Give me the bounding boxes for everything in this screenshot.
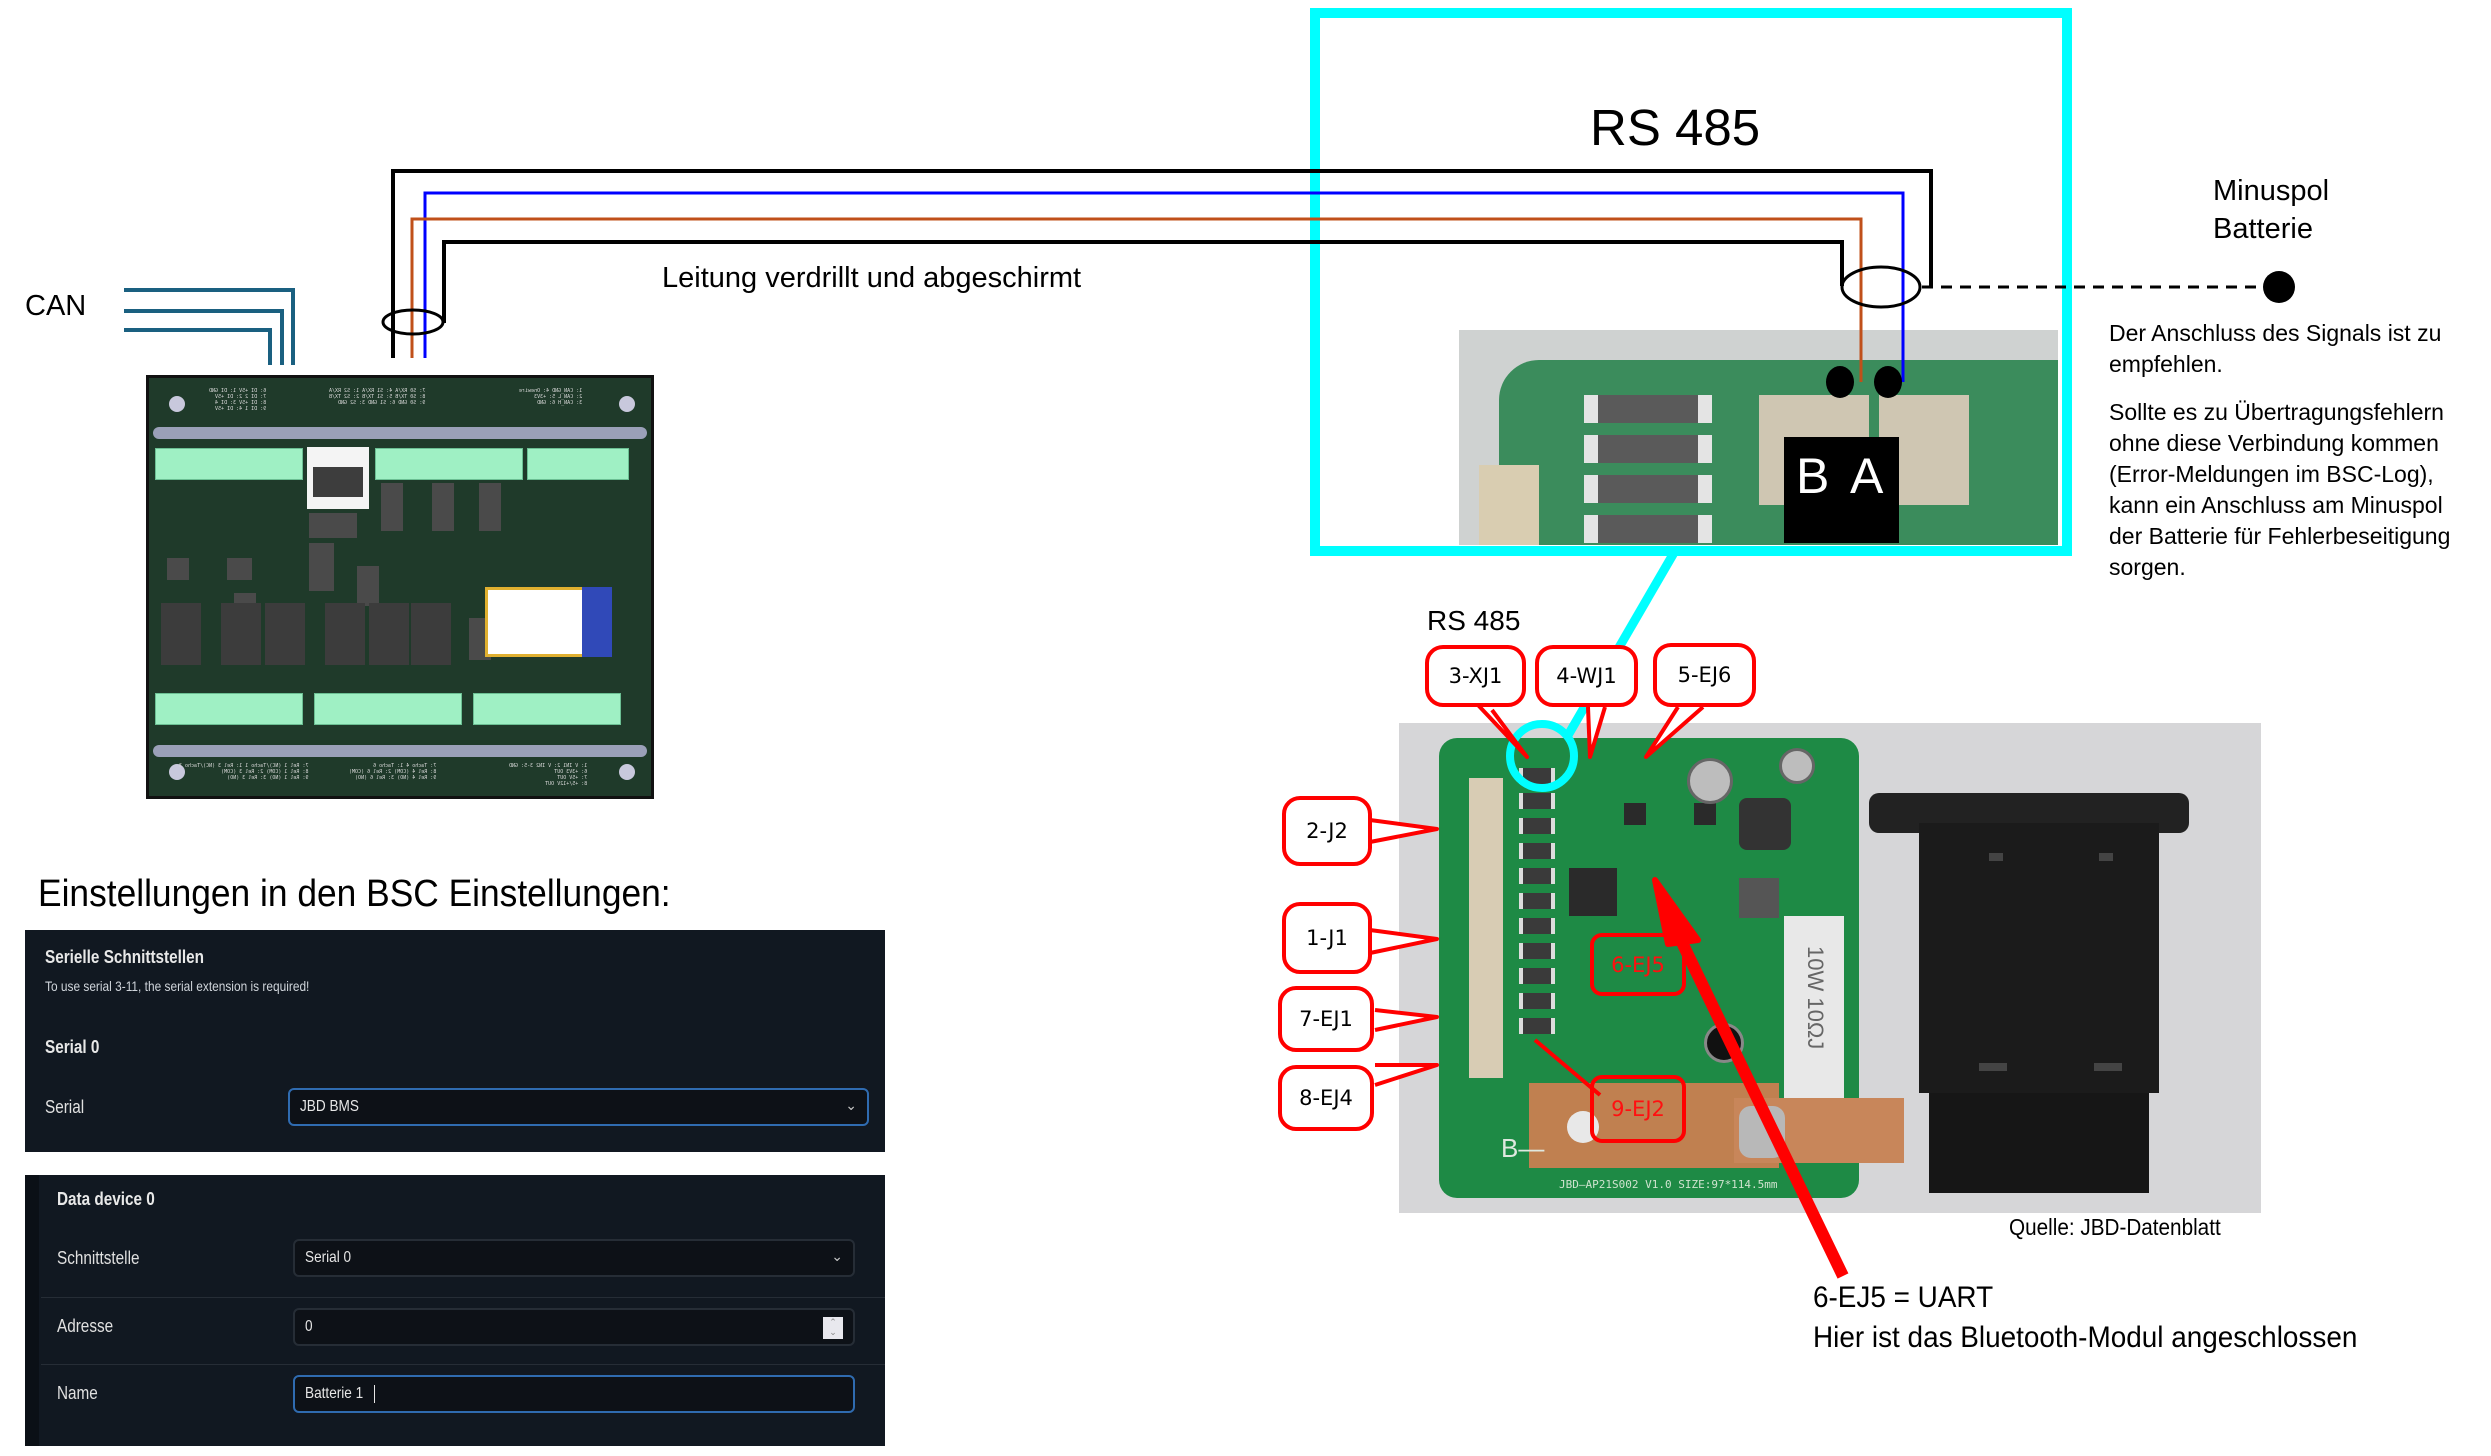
pin-b-label: B — [1796, 448, 1830, 504]
rs485-pointer-line — [1563, 548, 1679, 740]
name-input-value: Batterie 1 — [305, 1385, 364, 1402]
terminal-x2 — [375, 448, 523, 480]
serial-extension-note: To use serial 3-11, the serial extension… — [45, 978, 310, 994]
serial-panel-title: Serielle Schnittstellen — [45, 947, 205, 967]
bms-connector-strip — [1469, 778, 1503, 1078]
note-line: sorgen. — [2109, 554, 2186, 580]
bms-inductor — [1739, 798, 1791, 850]
shield-ellipse-right — [1840, 265, 1922, 309]
callout-6-ej5: 6-EJ5 — [1590, 933, 1686, 996]
data-device-title: Data device 0 — [57, 1189, 155, 1209]
mount-hole — [169, 764, 185, 780]
can-wire-2 — [124, 309, 284, 365]
callout-1-j1: 1-J1 — [1282, 902, 1372, 974]
interface-select[interactable]: Serial 0 ⌄ — [293, 1239, 855, 1277]
pcb-rail — [153, 427, 647, 439]
callout-4-wj1: 4-WJ1 — [1535, 645, 1638, 707]
serial-0-select-value: JBD BMS — [300, 1098, 359, 1115]
bms-model-label: JBD—AP21S002 V1.0 SIZE:97*114.5mm — [1559, 1178, 1778, 1191]
bms-rs485-label: RS 485 — [1427, 605, 1521, 636]
cable-shield-inner — [442, 240, 1844, 323]
interface-label: Schnittstelle — [57, 1248, 140, 1268]
row-divider — [41, 1297, 885, 1298]
callout-5-ej6: 5-EJ6 — [1653, 643, 1756, 707]
address-number-input[interactable]: 0 ⌃⌄ — [293, 1308, 855, 1346]
name-label: Name — [57, 1383, 98, 1403]
cable-label: Leitung verdrillt und abgeschirmt — [662, 262, 1082, 294]
pcb-rail — [153, 745, 647, 757]
b-minus-label: B— — [1501, 1133, 1545, 1163]
panel-left-border — [25, 1175, 39, 1446]
bms-detail-crop — [1459, 330, 2058, 545]
pin-a-label: A — [1850, 448, 1884, 504]
mount-hole — [169, 396, 185, 412]
callout-3-xj1: 3-XJ1 — [1425, 645, 1526, 707]
can-wire-1 — [124, 288, 295, 365]
terminal-x6 — [155, 693, 303, 725]
uart-note-line1: 6-EJ5 = UART — [1813, 1281, 1994, 1314]
callout-8-ej4: 8-EJ4 — [1278, 1065, 1374, 1131]
contactor-relay — [1869, 763, 2189, 1193]
uart-note: 6-EJ5 = UART Hier ist das Bluetooth-Modu… — [1813, 1278, 2357, 1358]
bms-cement-resistor: 10W 10ΩJ — [1784, 916, 1844, 1116]
row-divider — [41, 1364, 885, 1365]
minus-pole-line2: Batterie — [2213, 213, 2313, 245]
address-label: Adresse — [57, 1316, 114, 1336]
minus-pole-note: Der Anschluss des Signals ist zu empfehl… — [2109, 318, 2450, 583]
rj11-jack — [307, 447, 369, 509]
note-line: der Batterie für Fehlerbeseitigung — [2109, 523, 2451, 549]
rs485-box-title: RS 485 — [1590, 99, 1761, 156]
callout-9-ej2: 9-EJ2 — [1590, 1075, 1686, 1143]
note-line: kann ein Anschluss am Minuspol — [2109, 492, 2443, 518]
chevron-down-icon: ⌄ — [845, 1097, 857, 1113]
address-input-value: 0 — [305, 1318, 313, 1335]
source-label: Quelle: JBD-Datenblatt — [2009, 1214, 2221, 1240]
name-text-input[interactable]: Batterie 1 — [293, 1375, 855, 1413]
bms-buzzer — [1704, 1023, 1744, 1063]
number-spinner-icon[interactable]: ⌃⌄ — [823, 1317, 843, 1339]
callout-2-j2: 2-J2 — [1282, 796, 1372, 866]
chevron-down-icon: ⌄ — [831, 1248, 843, 1264]
data-device-panel: Data device 0 Schnittstelle Serial 0 ⌄ A… — [25, 1175, 885, 1446]
bms-bolt — [1739, 1106, 1785, 1158]
minus-pole-line1: Minuspol — [2213, 175, 2330, 207]
note-line: Sollte es zu Übertragungsfehlern — [2109, 399, 2444, 425]
note-line: empfehlen. — [2109, 351, 2223, 377]
interface-select-value: Serial 0 — [305, 1249, 352, 1266]
serial-0-select[interactable]: JBD BMS ⌄ — [288, 1088, 869, 1126]
bluetooth-module — [485, 587, 585, 657]
serial-label: Serial — [45, 1097, 85, 1117]
settings-heading: Einstellungen in den BSC Einstellungen: — [38, 873, 671, 915]
terminal-x4 — [473, 693, 621, 725]
note-line: Der Anschluss des Signals ist zu — [2109, 320, 2442, 346]
resistor-label: 10W 10ΩJ — [1803, 946, 1828, 1050]
can-label: CAN — [25, 290, 87, 322]
mount-hole — [619, 764, 635, 780]
uart-note-line2: Hier ist das Bluetooth-Modul angeschloss… — [1813, 1321, 2358, 1354]
note-line: (Error-Meldungen im BSC-Log), — [2109, 461, 2434, 487]
note-line: ohne diese Verbindung kommen — [2109, 430, 2439, 456]
minus-pole-dot — [2263, 271, 2295, 303]
can-wire-3 — [124, 328, 272, 365]
bms-photo: 10W 10ΩJ B— JBD—AP21S002 V1.0 SIZE:97*11… — [1399, 723, 2261, 1213]
terminal-x1 — [527, 448, 629, 480]
callout-7-ej1: 7-EJ1 — [1278, 986, 1374, 1052]
terminal-x5 — [314, 693, 462, 725]
shield-ellipse-left — [381, 308, 445, 336]
bluetooth-antenna — [582, 587, 612, 657]
minus-pole-label: Minuspol Batterie — [2213, 172, 2329, 248]
rs485-pin-label-box: B A — [1784, 437, 1899, 543]
text-cursor — [374, 1385, 376, 1403]
serial-0-subtitle: Serial 0 — [45, 1037, 100, 1057]
terminal-x3 — [155, 448, 303, 480]
serial-interfaces-panel: Serielle Schnittstellen To use serial 3-… — [25, 930, 885, 1152]
mount-hole — [619, 396, 635, 412]
